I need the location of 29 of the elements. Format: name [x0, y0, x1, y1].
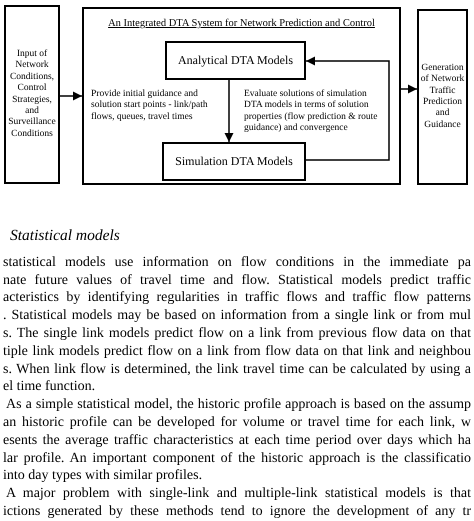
arrow	[306, 56, 390, 161]
body-text-line: an historic profile can be developed for volume or travel time for each link, w	[3, 414, 471, 431]
body-text-line: . Statistical models may be based on information from a single link or from mul	[3, 307, 471, 324]
body-text-line: tiple link models predict flow on a link from flow data on that link and neighbou	[3, 342, 471, 360]
process-box	[162, 142, 306, 181]
arrow	[60, 92, 82, 100]
body-text-line: s. The single link models predict flow on a link from previous flow data on that	[3, 325, 471, 342]
body-text-line: acteristics by identifying regularities in traffic flows and traffic flow patterns	[3, 289, 471, 306]
body-text-line: statistical models use information on flow conditions in the immediate pa	[3, 254, 471, 271]
body-text-line: As a simple statistical model, the historic profile approach is based on the assump	[6, 396, 471, 414]
output-box	[417, 9, 468, 185]
box-text: Generation of Network Traffic Prediction and Guidance	[420, 62, 466, 132]
box-text: Input of Network Conditions, Control Strategies, and Surveillance Conditions	[7, 48, 57, 140]
body-text-line: A major problem with single-link and multiple-link statistical models is that	[6, 485, 471, 502]
body-text-line: el time function.	[3, 378, 96, 396]
body-text-line: s. When link flow is determined, the link travel time can be calculated by using a	[3, 360, 471, 378]
body-text-line: lar profile. An important component of the historic approach is the classificatio	[3, 450, 471, 467]
box-text: Simulation DTA Models	[175, 154, 293, 169]
box-heading: An Integrated DTA System for Network Prediction and Control	[107, 17, 376, 30]
process-box	[165, 41, 306, 80]
arrow	[224, 80, 234, 142]
body-text-line: ictions generated by these methods tend to ignore the development of any tr	[3, 503, 471, 520]
section-heading: Statistical models	[10, 226, 120, 246]
body-text-line: nate future values of travel time and flow. Statistical models predict traffic	[3, 272, 471, 289]
box-text: Analytical DTA Models	[178, 53, 294, 68]
input-box	[4, 5, 60, 184]
body-text-line: esents the average traffic characteristics at each time period over days which ha	[3, 432, 471, 449]
arrow	[401, 84, 417, 94]
body-text-line: into day types with similar profiles.	[3, 467, 204, 484]
